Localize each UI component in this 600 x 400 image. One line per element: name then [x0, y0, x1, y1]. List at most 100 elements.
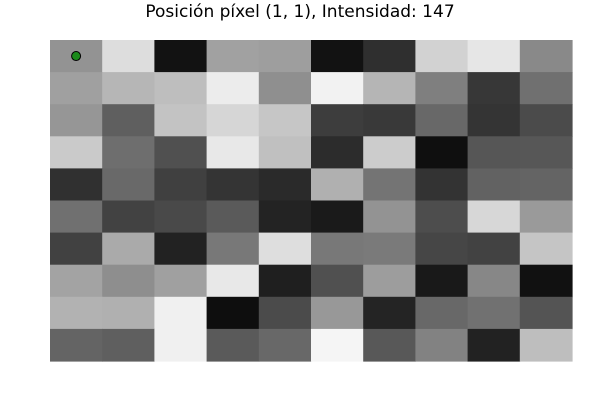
- heatmap-cell: [50, 168, 103, 202]
- heatmap-cell: [311, 328, 364, 362]
- heatmap-cell: [102, 296, 155, 330]
- selected-pixel-marker: [71, 51, 82, 62]
- heatmap-cell: [519, 136, 573, 169]
- heatmap-cell: [311, 104, 364, 137]
- heatmap-cell: [519, 168, 573, 202]
- heatmap-cell: [467, 296, 521, 330]
- heatmap-cell: [467, 232, 521, 266]
- heatmap-cell: [363, 200, 416, 234]
- heatmap-cell: [258, 232, 312, 266]
- heatmap-cell: [363, 136, 416, 169]
- heatmap-cell: [102, 72, 155, 105]
- heatmap-cell: [311, 72, 364, 105]
- heatmap-cell: [519, 200, 573, 234]
- heatmap-cell: [102, 104, 155, 137]
- heatmap-cell: [102, 136, 155, 169]
- heatmap-cell: [50, 72, 103, 105]
- heatmap-cell: [311, 40, 364, 73]
- heatmap-cell: [415, 328, 469, 362]
- heatmap-cell: [258, 200, 312, 234]
- heatmap-cell: [102, 232, 155, 266]
- heatmap-cell: [363, 296, 416, 330]
- heatmap-cell: [258, 264, 312, 298]
- heatmap-cell: [154, 200, 208, 234]
- heatmap-cell: [519, 72, 573, 105]
- heatmap-cell: [50, 264, 103, 298]
- heatmap-cell: [206, 168, 260, 202]
- heatmap-cell: [311, 264, 364, 298]
- heatmap-cell: [467, 40, 521, 73]
- heatmap-cell: [154, 72, 208, 105]
- heatmap-cell: [519, 328, 573, 362]
- heatmap-cell: [206, 328, 260, 362]
- heatmap-cell: [50, 104, 103, 137]
- heatmap-cell: [206, 40, 260, 73]
- heatmap-cell: [415, 264, 469, 298]
- heatmap-cell: [154, 296, 208, 330]
- heatmap-cell: [363, 328, 416, 362]
- heatmap-cell: [258, 168, 312, 202]
- heatmap-cell: [258, 136, 312, 169]
- heatmap-cell: [467, 136, 521, 169]
- heatmap-cell: [467, 328, 521, 362]
- heatmap-cell: [363, 72, 416, 105]
- heatmap-cell: [206, 264, 260, 298]
- heatmap-cell: [258, 104, 312, 137]
- heatmap-cell: [467, 104, 521, 137]
- heatmap-cell: [102, 168, 155, 202]
- heatmap-cell: [102, 40, 155, 73]
- heatmap-cell: [467, 72, 521, 105]
- heatmap-cell: [206, 72, 260, 105]
- heatmap-cell: [102, 200, 155, 234]
- heatmap-cell: [415, 104, 469, 137]
- heatmap-cell: [206, 104, 260, 137]
- heatmap-cell: [206, 200, 260, 234]
- heatmap-cell: [311, 168, 364, 202]
- heatmap-cell: [102, 328, 155, 362]
- heatmap-cell: [415, 232, 469, 266]
- heatmap-cell: [519, 40, 573, 73]
- heatmap-cell: [311, 296, 364, 330]
- heatmap-cell: [311, 232, 364, 266]
- heatmap-cell: [154, 328, 208, 362]
- heatmap-cell: [154, 104, 208, 137]
- heatmap-cell: [102, 264, 155, 298]
- heatmap-cell: [258, 40, 312, 73]
- heatmap-cell: [415, 168, 469, 202]
- heatmap-cell: [311, 136, 364, 169]
- heatmap-cell: [154, 232, 208, 266]
- heatmap-cell: [363, 264, 416, 298]
- heatmap-cell: [50, 200, 103, 234]
- heatmap-cell: [519, 296, 573, 330]
- heatmap-cell: [258, 328, 312, 362]
- heatmap-cell: [467, 168, 521, 202]
- heatmap-cell: [206, 296, 260, 330]
- heatmap-cell: [363, 104, 416, 137]
- heatmap-cell: [519, 232, 573, 266]
- heatmap-cell: [363, 232, 416, 266]
- heatmap-cell: [467, 200, 521, 234]
- heatmap-cell: [258, 296, 312, 330]
- heatmap-cell: [519, 104, 573, 137]
- heatmap-cell: [311, 200, 364, 234]
- heatmap-cell: [154, 168, 208, 202]
- heatmap-cell: [467, 264, 521, 298]
- heatmap-cell: [50, 296, 103, 330]
- heatmap-cell: [258, 72, 312, 105]
- heatmap-cell: [415, 40, 469, 73]
- heatmap-cell: [206, 136, 260, 169]
- heatmap-cell: [415, 136, 469, 169]
- heatmap-cell: [363, 168, 416, 202]
- heatmap-cell: [50, 136, 103, 169]
- heatmap-cell: [154, 264, 208, 298]
- heatmap-cell: [50, 328, 103, 362]
- chart-title: Posición píxel (1, 1), Intensidad: 147: [145, 2, 455, 22]
- heatmap-cell: [415, 200, 469, 234]
- heatmap-cell: [50, 232, 103, 266]
- heatmap-cell: [363, 40, 416, 73]
- heatmap-cell: [154, 136, 208, 169]
- heatmap-cell: [519, 264, 573, 298]
- heatmap-cell: [154, 40, 208, 73]
- heatmap-cell: [415, 296, 469, 330]
